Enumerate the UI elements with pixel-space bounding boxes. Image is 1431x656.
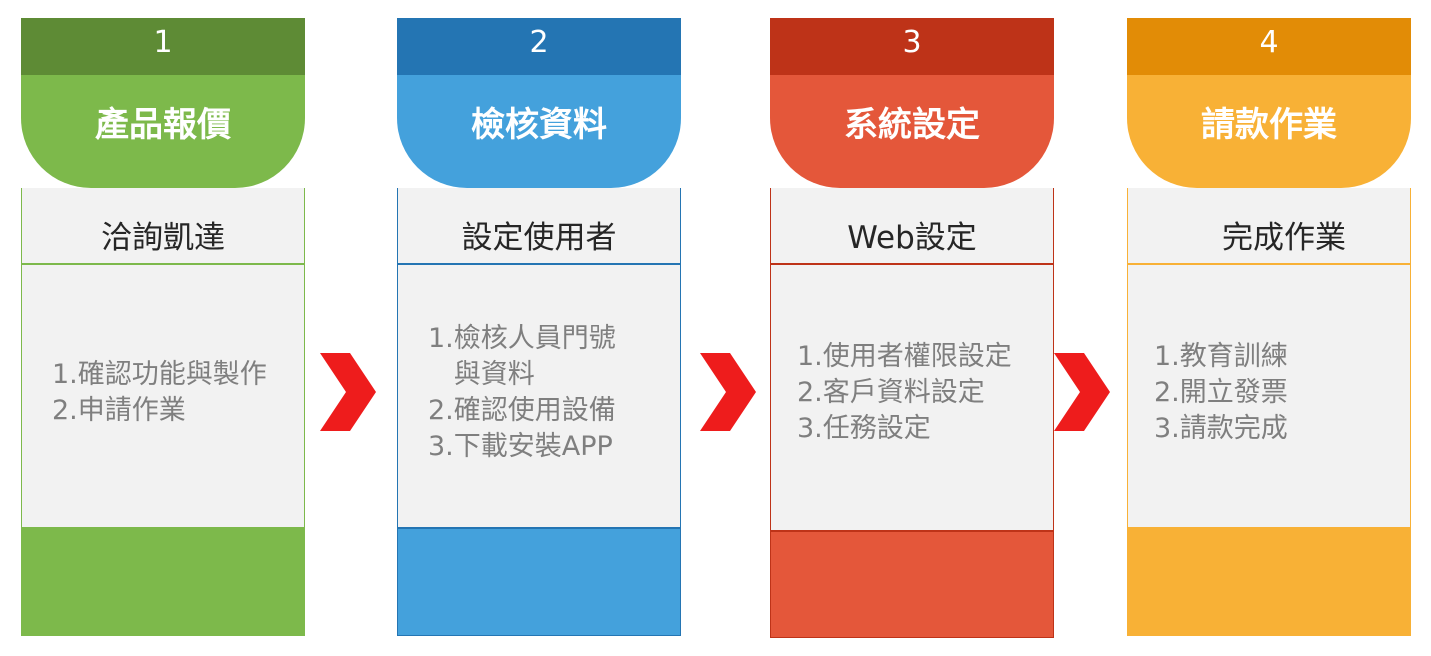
list-item: 3.下載安裝APP — [428, 431, 613, 462]
list-item: 3.任務設定 — [797, 413, 931, 444]
step-body: 1.檢核人員門號 與資料 2.確認使用設備 3.下載安裝APP — [397, 265, 681, 528]
step-title: 產品報價 — [21, 75, 305, 188]
step-number: 1 — [21, 18, 305, 75]
step-number: 2 — [397, 18, 681, 75]
step-card-1: 1 產品報價 洽詢凱達 1.確認功能與製作 2.申請作業 — [21, 18, 305, 636]
step-item-list: 1.使用者權限設定 2.客戶資料設定 3.任務設定 — [797, 339, 1012, 447]
list-item: 2.客戶資料設定 — [797, 377, 985, 408]
step-subtitle-area: 完成作業 — [1127, 188, 1411, 265]
chevron-right-icon — [1054, 353, 1110, 431]
step-item-list: 1.檢核人員門號 與資料 2.確認使用設備 3.下載安裝APP — [428, 321, 616, 465]
step-title: 檢核資料 — [397, 75, 681, 188]
step-card-3: 3 系統設定 Web設定 1.使用者權限設定 2.客戶資料設定 3.任務設定 — [770, 18, 1054, 638]
list-item: 1.檢核人員門號 — [428, 323, 616, 354]
chevron-right-icon — [700, 353, 756, 431]
step-footer — [770, 531, 1054, 638]
list-item: 與資料 — [428, 359, 535, 390]
step-body: 1.使用者權限設定 2.客戶資料設定 3.任務設定 — [770, 265, 1054, 531]
list-item: 2.確認使用設備 — [428, 395, 616, 426]
list-item: 1.使用者權限設定 — [797, 341, 1012, 372]
step-number: 4 — [1127, 18, 1411, 75]
list-item: 2.申請作業 — [52, 395, 186, 426]
step-card-2: 2 檢核資料 設定使用者 1.檢核人員門號 與資料 2.確認使用設備 3.下載安… — [397, 18, 681, 636]
step-footer — [397, 528, 681, 636]
step-footer — [21, 528, 305, 636]
chevron-right-icon — [320, 353, 376, 431]
step-title: 系統設定 — [770, 75, 1054, 188]
step-subtitle: Web設定 — [847, 220, 977, 256]
step-footer — [1127, 528, 1411, 636]
step-subtitle-area: Web設定 — [770, 188, 1054, 265]
step-subtitle: 洽詢凱達 — [101, 220, 225, 256]
list-item: 3.請款完成 — [1154, 413, 1288, 444]
list-item: 1.確認功能與製作 — [52, 359, 267, 390]
step-card-4: 4 請款作業 完成作業 1.教育訓練 2.開立發票 3.請款完成 — [1127, 18, 1411, 636]
step-subtitle-area: 洽詢凱達 — [21, 188, 305, 265]
list-item: 2.開立發票 — [1154, 377, 1288, 408]
step-subtitle-area: 設定使用者 — [397, 188, 681, 265]
step-subtitle: 完成作業 — [1222, 220, 1346, 256]
step-body: 1.確認功能與製作 2.申請作業 — [21, 265, 305, 528]
step-title: 請款作業 — [1127, 75, 1411, 188]
list-item: 1.教育訓練 — [1154, 341, 1288, 372]
step-subtitle: 設定使用者 — [461, 220, 617, 256]
step-body: 1.教育訓練 2.開立發票 3.請款完成 — [1127, 265, 1411, 528]
step-number: 3 — [770, 18, 1054, 75]
step-item-list: 1.教育訓練 2.開立發票 3.請款完成 — [1154, 339, 1288, 447]
step-item-list: 1.確認功能與製作 2.申請作業 — [52, 357, 267, 429]
